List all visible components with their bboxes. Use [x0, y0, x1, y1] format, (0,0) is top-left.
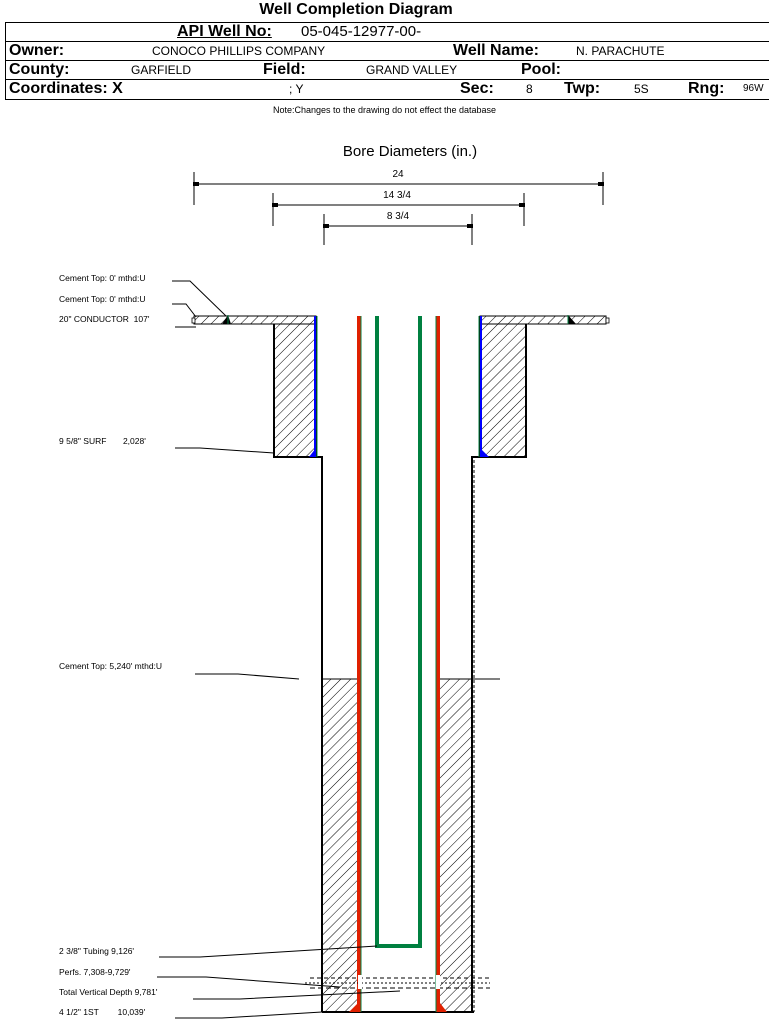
- surface-casing: [309, 316, 489, 457]
- header-row-county: County: GARFIELD Field: GRAND VALLEY Poo…: [5, 60, 769, 80]
- bore-label-24: 24: [392, 169, 404, 180]
- sec-value: 8: [526, 82, 533, 96]
- header-row-coordinates: Coordinates: X ; Y Sec: 8 Twp: 5S Rng: 9…: [5, 79, 769, 99]
- county-value: GARFIELD: [131, 63, 192, 77]
- api-label: API Well No:: [177, 23, 272, 40]
- county-label: County:: [9, 61, 70, 78]
- sec-label: Sec:: [460, 80, 494, 97]
- bore-label-8-3-4: 8 3/4: [387, 211, 410, 222]
- bore-diameters-title: Bore Diameters (in.): [343, 143, 477, 160]
- twp-label: Twp:: [564, 80, 601, 97]
- annotation-cement-top-2: Cement Top: 0' mthd:U: [59, 294, 146, 304]
- twp-value: 5S: [634, 82, 649, 96]
- annotation-total-depth: Total Vertical Depth 9,781': [59, 987, 158, 997]
- header-row-api: API Well No: 05-045-12977-00-: [5, 22, 769, 42]
- annotation-cement-top-3: Cement Top: 5,240' mthd:U: [59, 661, 162, 671]
- annotation-conductor: 20" CONDUCTOR 107': [59, 314, 150, 324]
- production-casing: [349, 316, 447, 1012]
- bore-label-14-3-4: 14 3/4: [383, 190, 411, 201]
- dimension-8-3-4: 8 3/4: [323, 211, 473, 245]
- field-value: GRAND VALLEY: [366, 63, 458, 77]
- rng-value: 96W: [743, 83, 764, 94]
- field-label: Field:: [263, 61, 306, 78]
- coordinates-y: ; Y: [289, 82, 304, 96]
- dimension-14-3-4: 14 3/4: [272, 190, 525, 226]
- annotation-cement-top-1: Cement Top: 0' mthd:U: [59, 273, 146, 283]
- tubing: [375, 316, 422, 948]
- annotation-tubing: 2 3/8" Tubing 9,126': [59, 946, 134, 956]
- surface-casing-cement: [273, 323, 527, 1012]
- annotation-surface-casing: 9 5/8" SURF 2,028': [59, 436, 146, 446]
- header-row-owner: Owner: CONOCO PHILLIPS COMPANY Well Name…: [5, 41, 769, 61]
- leader-lines: [157, 280, 401, 1019]
- conductor-cement: [191, 315, 610, 325]
- rng-label: Rng:: [688, 80, 725, 97]
- coordinates-label: Coordinates: X: [9, 80, 123, 97]
- production-cement: [322, 678, 500, 1013]
- owner-label: Owner:: [9, 42, 65, 59]
- dimension-24: 24: [193, 169, 604, 205]
- annotation-perforations: Perfs. 7,308-9,729': [59, 967, 131, 977]
- api-value: 05-045-12977-00-: [301, 23, 422, 40]
- owner-value: CONOCO PHILLIPS COMPANY: [152, 44, 326, 58]
- perforations: [305, 975, 490, 989]
- well-name-value: N. PARACHUTE: [576, 44, 665, 58]
- page-title: Well Completion Diagram: [259, 1, 453, 18]
- pool-label: Pool:: [521, 61, 561, 78]
- well-name-label: Well Name:: [453, 42, 539, 59]
- annotation-production-casing: 4 1/2" 1ST 10,039': [59, 1007, 146, 1017]
- disclaimer-note: Note:Changes to the drawing do not effec…: [273, 105, 496, 115]
